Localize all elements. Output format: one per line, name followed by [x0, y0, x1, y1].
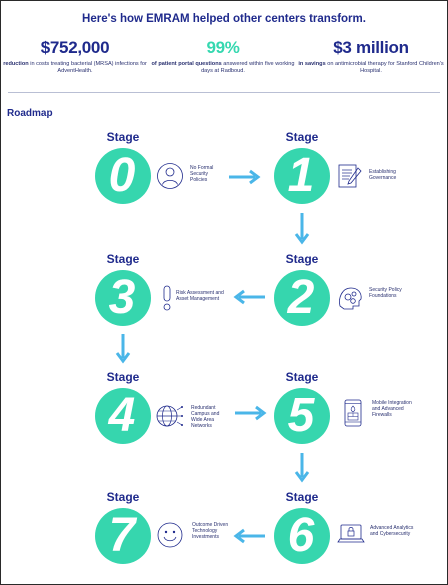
stage-2-label: Stage: [285, 252, 319, 266]
stage-7-caption: Outcome Driven Technology Investments: [192, 522, 229, 540]
stage-5-label: Stage: [285, 370, 319, 384]
stage-number: 0: [108, 149, 136, 202]
stage-1-circle: 1: [274, 148, 330, 204]
arrow-down-icon: [115, 334, 131, 364]
stat-adventhealth: $752,000 reduction in costs treating bac…: [0, 38, 150, 75]
stage-5-circle: 5: [274, 388, 330, 444]
exclamation-icon: [163, 285, 171, 311]
stage-1-caption: Establishing Governance: [369, 169, 397, 181]
stage-number: 6: [287, 509, 315, 562]
stage-4-label: Stage: [106, 370, 140, 384]
person-icon: [157, 163, 183, 189]
arrow-left-icon: [233, 528, 265, 544]
divider: [8, 92, 440, 93]
arrow-right-icon: [229, 169, 261, 185]
stage-5-caption: Mobile Integration and Advanced Firewall…: [372, 400, 412, 418]
stage-2-circle: 2: [274, 270, 330, 326]
arrow-right-icon: [235, 405, 267, 421]
stage-number: 3: [108, 271, 136, 324]
stat-value: 99%: [206, 38, 240, 57]
globe-network-icon: [156, 405, 183, 427]
stage-3-circle: 3: [95, 270, 151, 326]
stage-0-caption: No Formal Security Policies: [190, 165, 214, 183]
stage-4-circle: 4: [95, 388, 151, 444]
headline: Here's how EMRAM helped other centers tr…: [82, 13, 366, 25]
stage-number: 5: [287, 389, 315, 442]
stage-7-circle: 7: [95, 508, 151, 564]
gears-head-icon: [339, 287, 362, 310]
stage-0-circle: 0: [95, 148, 151, 204]
stat-description: of patient portal questions answered wit…: [151, 61, 295, 74]
stage-7-label: Stage: [106, 490, 140, 504]
stat-value: $3 million: [333, 38, 409, 57]
stage-6-circle: 6: [274, 508, 330, 564]
smiley-icon: [157, 522, 183, 548]
stage-3-caption: Risk Assessment and Asset Management: [176, 290, 224, 302]
laptop-lock-icon: [337, 524, 365, 543]
arrow-down-icon: [294, 213, 310, 245]
arrow-down-icon: [294, 453, 310, 483]
stat-description: in savings on antimicrobial therapy for …: [298, 61, 444, 74]
stage-2-caption: Security Policy Foundations: [369, 287, 402, 299]
stage-number: 2: [287, 271, 315, 324]
stat-radboud: 99% of patient portal questions answered…: [148, 38, 298, 75]
stage-number: 4: [108, 389, 136, 442]
stage-number: 7: [108, 509, 136, 562]
roadmap-title: Roadmap: [7, 108, 53, 119]
stat-stanford: $3 million in savings on antimicrobial t…: [296, 38, 446, 75]
stage-6-caption: Advanced Analytics and Cybersecurity: [370, 525, 414, 537]
arrow-left-icon: [233, 289, 265, 305]
stage-6-label: Stage: [285, 490, 319, 504]
stat-value: $752,000: [40, 38, 110, 57]
mobile-firewall-icon: [344, 399, 362, 427]
stage-0-label: Stage: [106, 130, 140, 144]
stage-3-label: Stage: [106, 252, 140, 266]
document-pen-icon: [338, 164, 362, 188]
stat-description: reduction in costs treating bacterial (M…: [3, 61, 147, 74]
stage-1-label: Stage: [285, 130, 319, 144]
stage-number: 1: [287, 149, 315, 202]
stage-4-caption: Redundant Campus and Wide Area Networks: [191, 405, 220, 429]
